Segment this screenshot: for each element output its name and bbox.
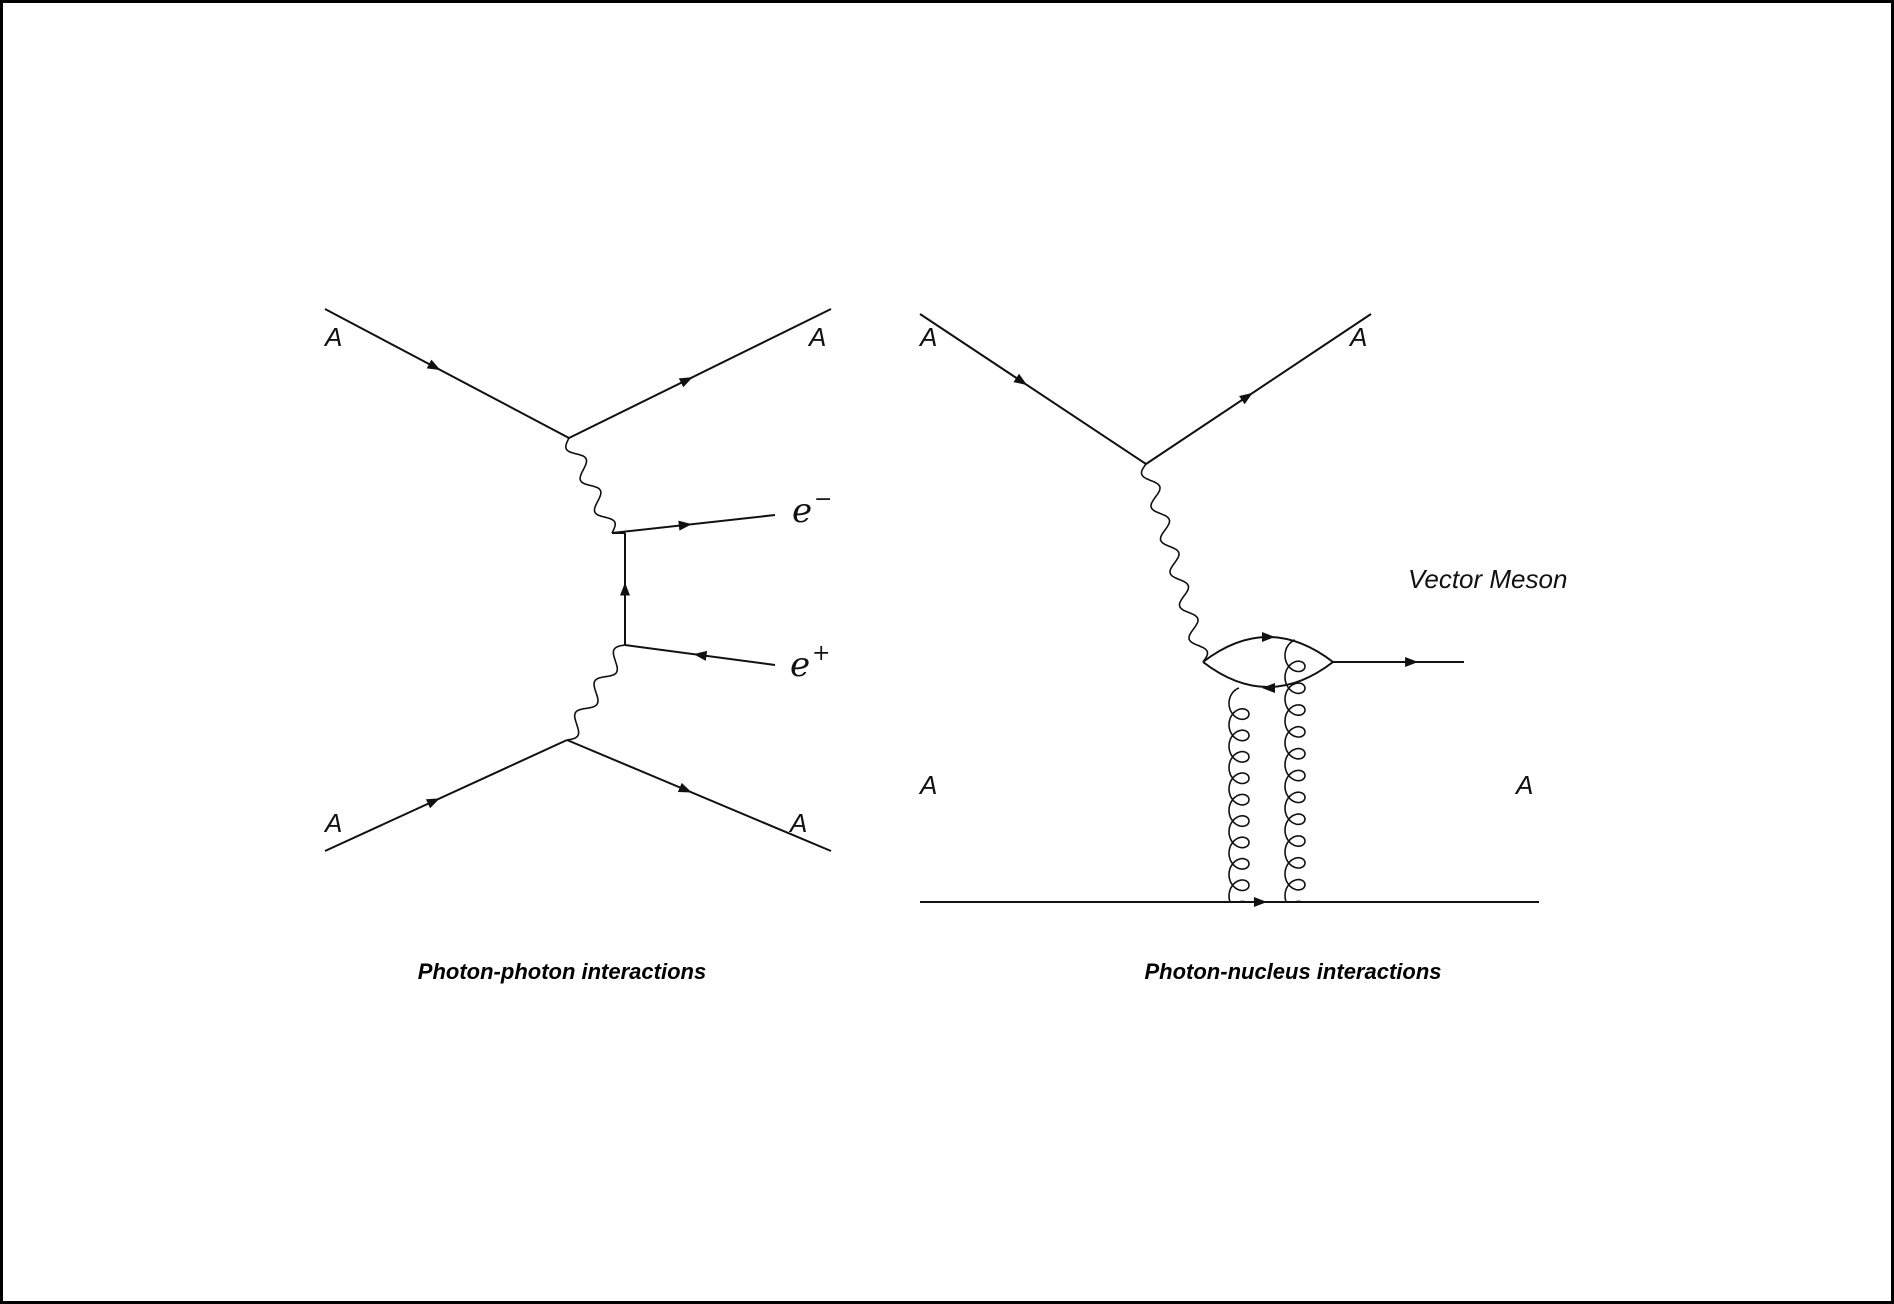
label-positron: e [790, 645, 810, 685]
caption-photon-photon: Photon-photon interactions [418, 959, 706, 984]
label-vector-meson: Vector Meson [1408, 564, 1567, 594]
electron-line-arrow [678, 520, 692, 531]
label-a-out-top: A [807, 322, 826, 352]
feynman-diagrams: A A A A e − e + Photon-photon interactio… [323, 308, 1567, 984]
label-a-out-bottom: A [1514, 770, 1533, 800]
positron-line-arrow [693, 650, 708, 661]
caption-photon-nucleus: Photon-nucleus interactions [1144, 959, 1441, 984]
photon-photon-diagram: A A A A e − e + Photon-photon interactio… [323, 308, 832, 984]
label-a-out-top: A [1348, 322, 1367, 352]
nucleus-line-bottom-arrow [1253, 897, 1267, 907]
label-a-in-bottom: A [918, 770, 937, 800]
label-a-in-top: A [323, 322, 342, 352]
vector-meson-line-arrow [1405, 657, 1419, 667]
nucleus-line-in-bottom-arrow [425, 798, 440, 809]
nucleus-line-in-top [324, 308, 570, 439]
gluon-left [1228, 687, 1250, 903]
nucleus-line-in-top-arrow [426, 359, 441, 371]
nucleus-line-out-top-arrow [678, 377, 693, 388]
photon [1140, 463, 1209, 663]
nucleus-line-out-bottom-arrow [677, 782, 692, 793]
nucleus-line-out-bottom [566, 739, 832, 852]
quark-arrow [1262, 632, 1275, 642]
nucleus-line-in-top [919, 313, 1147, 465]
label-electron-charge: − [814, 487, 832, 512]
electron-propagator-arrow [620, 582, 630, 596]
photon-nucleus-diagram: A A A A Vector Meson Photon-nucleus inte… [918, 313, 1567, 984]
label-a-out-bottom: A [788, 808, 807, 838]
label-a-in-top: A [918, 322, 937, 352]
quark-loop-bottom [1202, 661, 1334, 688]
nucleus-line-in-bottom [324, 739, 568, 852]
quark-loop-top [1202, 636, 1334, 663]
nucleus-line-out-top [568, 308, 832, 439]
gluon-right [1284, 639, 1306, 903]
antiquark-arrow [1262, 683, 1275, 693]
photon-top [565, 437, 616, 534]
label-positron-charge: + [812, 641, 830, 666]
label-electron: e [792, 491, 812, 531]
electron-line [611, 514, 776, 534]
photon-bottom [566, 644, 626, 741]
nucleus-line-in-top-arrow [1013, 373, 1028, 386]
label-a-in-bottom: A [323, 808, 342, 838]
nucleus-line-out-top [1145, 313, 1372, 465]
nucleus-line-out-top-arrow [1239, 392, 1253, 405]
